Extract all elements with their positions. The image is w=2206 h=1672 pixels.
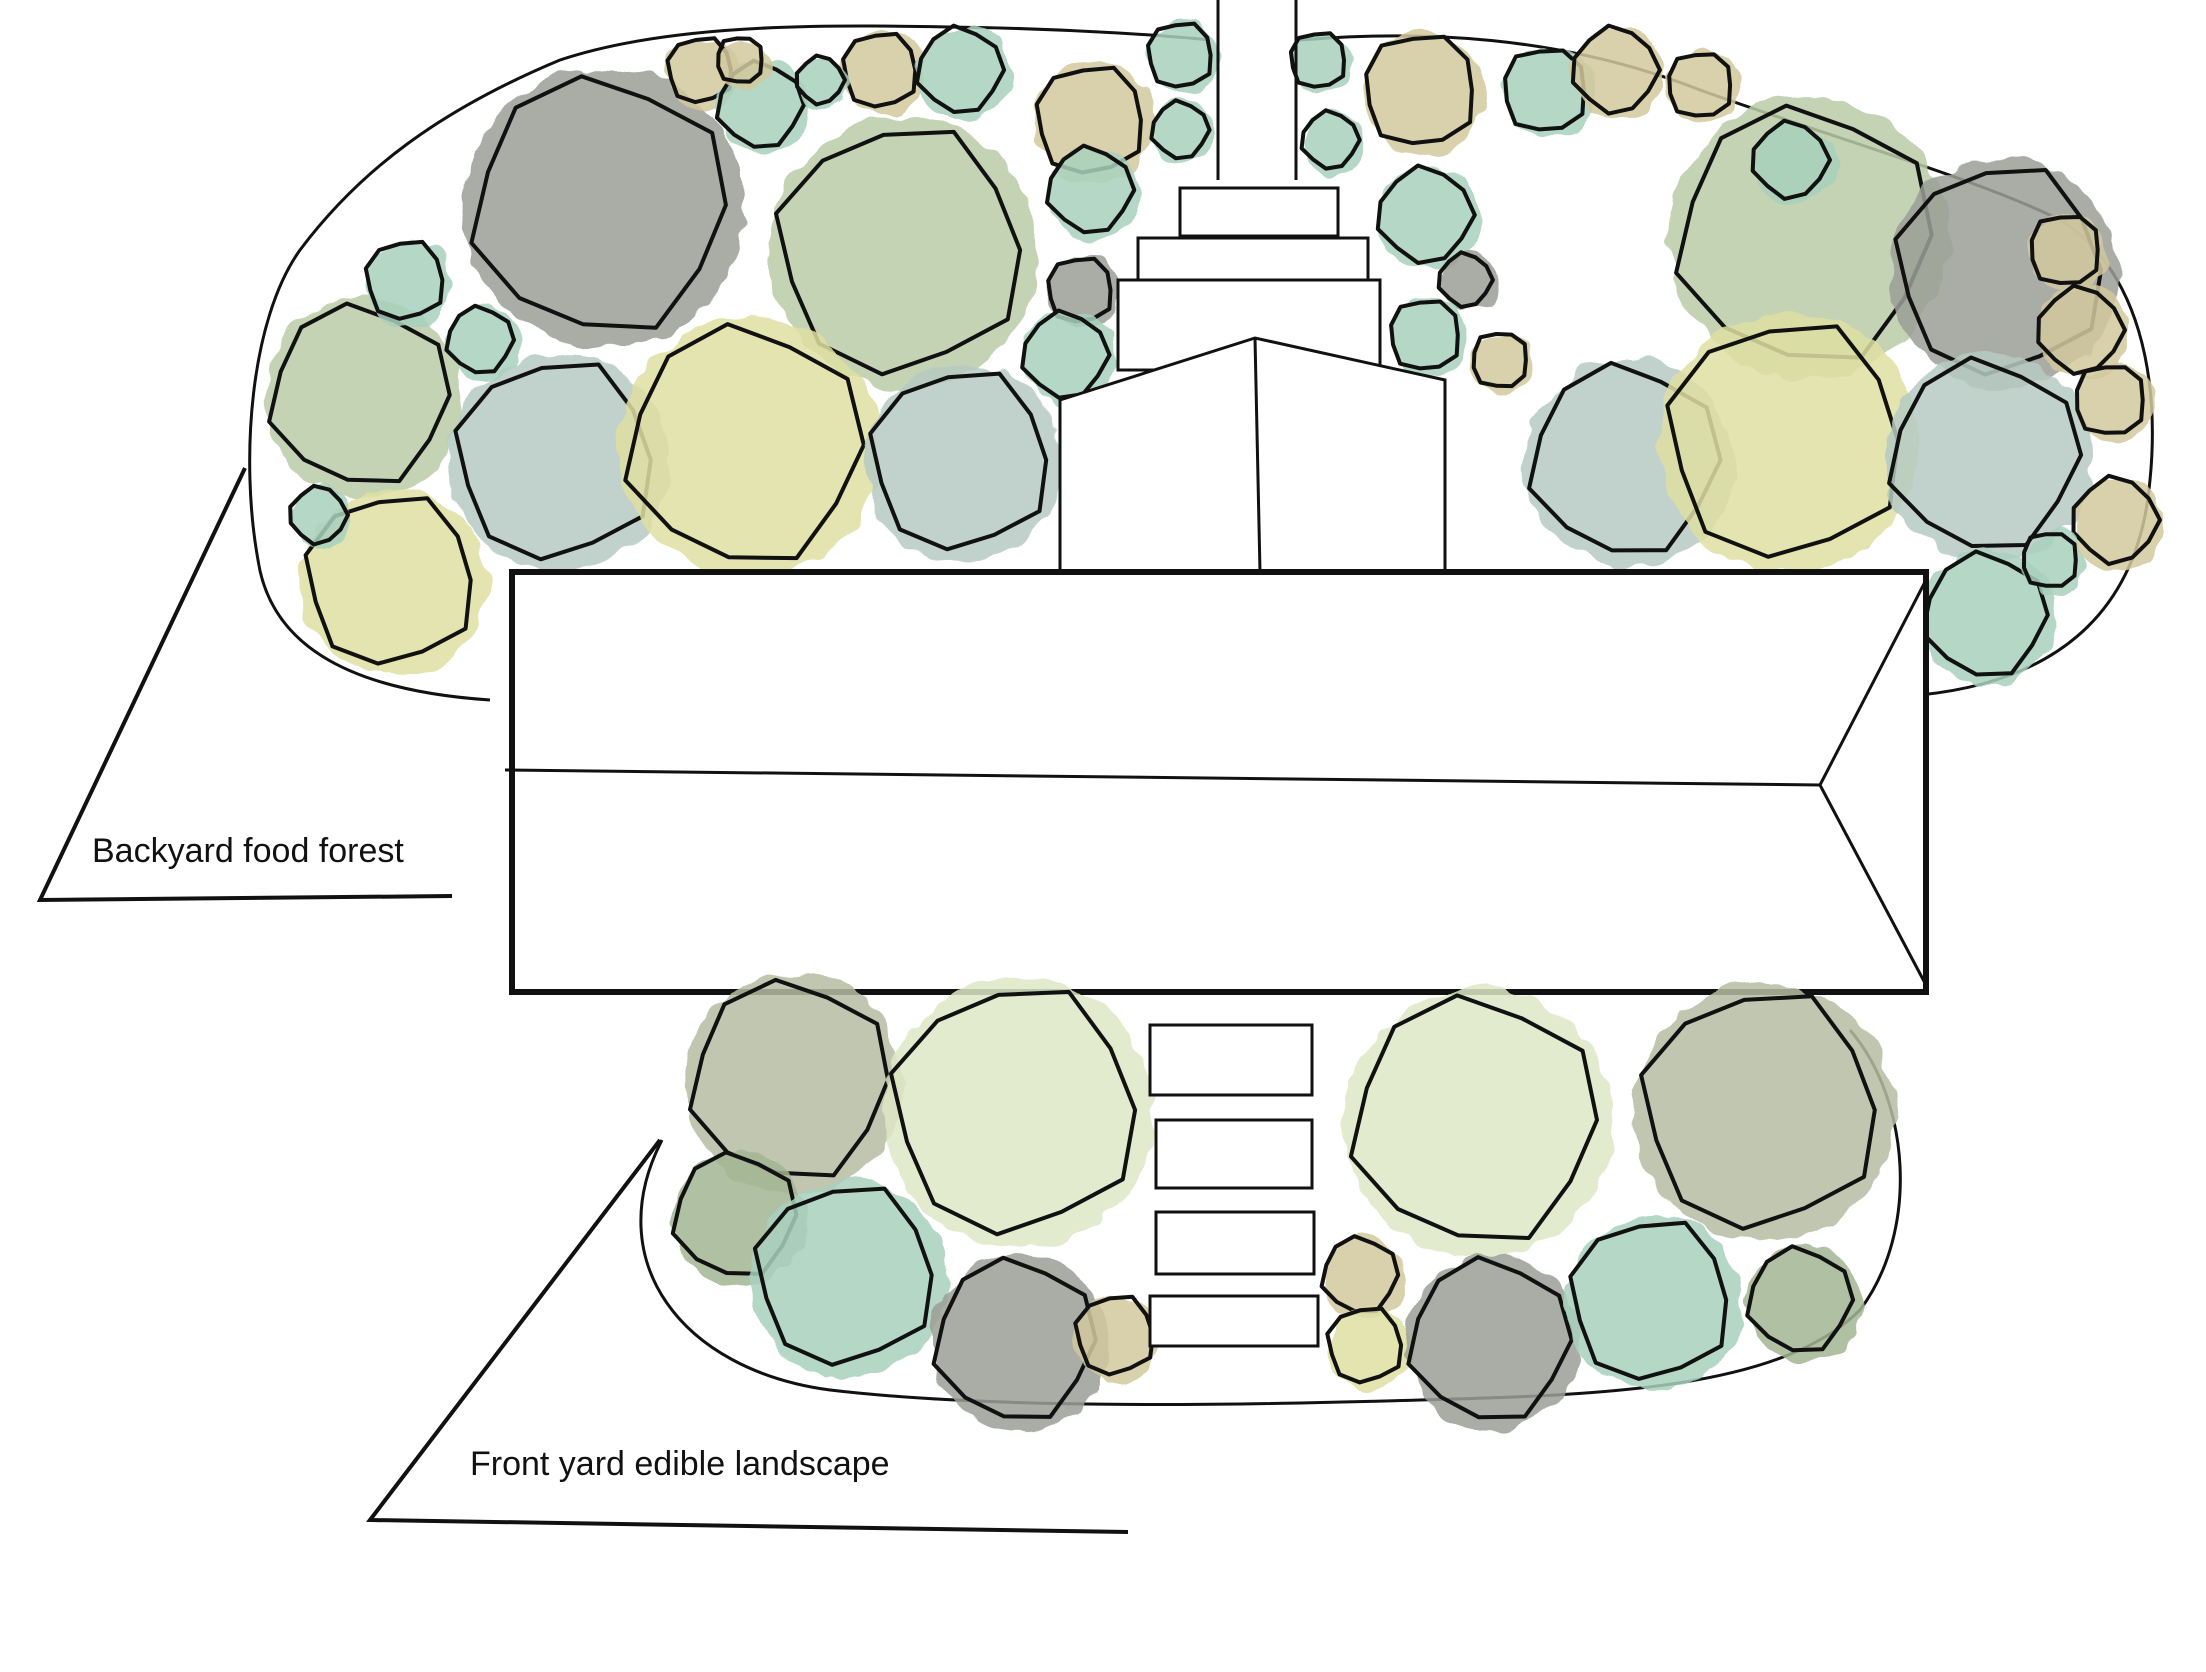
plant-canopy-outline bbox=[1073, 1294, 1156, 1377]
plant-canopy-outline bbox=[1667, 52, 1733, 118]
plant-canopy-outline bbox=[889, 989, 1138, 1237]
plant-canopy-outline bbox=[2022, 532, 2078, 588]
plant-canopy-outline bbox=[1389, 299, 1460, 371]
plant-canopy-outline bbox=[2071, 473, 2162, 567]
plant-canopy-wash bbox=[1361, 30, 1487, 156]
house-roof bbox=[504, 569, 1929, 995]
plant-canopy-wash bbox=[449, 353, 669, 573]
plant-canopy-wash bbox=[750, 1179, 948, 1377]
plant-canopy-outline bbox=[1570, 23, 1662, 116]
plant-canopy-outline bbox=[688, 977, 890, 1178]
plant-canopy-wash bbox=[1668, 97, 1950, 379]
plant-canopy-wash bbox=[865, 364, 1063, 562]
plant-canopy-wash bbox=[1921, 550, 2057, 686]
frontyard-bed-outline bbox=[639, 1029, 1902, 1406]
plant-canopy-outline bbox=[2075, 365, 2145, 435]
plant-canopy-outline bbox=[1299, 108, 1362, 171]
plant-canopy-outline bbox=[714, 58, 806, 149]
frontyard-plant-group bbox=[670, 973, 1894, 1432]
plant-canopy-outline bbox=[1149, 98, 1212, 161]
backyard-bed-outline bbox=[248, 24, 1211, 702]
plant-canopy-outline bbox=[1288, 31, 1346, 89]
plant-canopy-outline bbox=[1364, 34, 1474, 146]
plant-canopy-wash bbox=[1405, 1254, 1583, 1432]
plant-canopy-outline bbox=[303, 496, 473, 666]
plant-canopy-wash bbox=[1075, 1294, 1163, 1382]
plant-canopy-wash bbox=[1343, 987, 1615, 1259]
plant-canopy-wash bbox=[2074, 363, 2154, 443]
plant-canopy-wash bbox=[2029, 213, 2109, 293]
plant-canopy-wash bbox=[265, 299, 463, 497]
plant-canopy-outline bbox=[1406, 1255, 1574, 1420]
plant-canopy-outline bbox=[1471, 332, 1528, 389]
plant-canopy-outline bbox=[868, 371, 1049, 552]
plant-canopy-wash bbox=[1659, 313, 1919, 573]
plant-canopy-outline bbox=[444, 303, 516, 375]
plant-canopy-outline bbox=[1325, 1306, 1404, 1385]
plant-canopy-outline bbox=[1146, 21, 1213, 89]
plant-canopy-wash bbox=[619, 318, 879, 578]
plant-canopy-wash bbox=[1033, 62, 1155, 184]
front-steps bbox=[1148, 1023, 1320, 1348]
plant-canopy-outline bbox=[1745, 1244, 1856, 1353]
plant-canopy-wash bbox=[463, 67, 745, 349]
plant-canopy-outline bbox=[469, 74, 728, 330]
plant-canopy-wash bbox=[1572, 26, 1666, 120]
plant-canopy-outline bbox=[1046, 256, 1113, 324]
plant-canopy-wash bbox=[1389, 298, 1469, 378]
plant-canopy-outline bbox=[716, 36, 764, 84]
plant-canopy-outline bbox=[1568, 1220, 1729, 1381]
plant-canopy-outline bbox=[453, 362, 653, 562]
frontyard-label: Front yard edible landscape bbox=[470, 1445, 890, 1483]
plant-canopy-outline bbox=[1503, 48, 1586, 132]
plant-canopy-outline bbox=[931, 1255, 1098, 1419]
plant-canopy-wash bbox=[365, 239, 453, 327]
plant-canopy-outline bbox=[1375, 163, 1477, 265]
plant-canopy-outline bbox=[1436, 250, 1495, 309]
plant-canopy-wash bbox=[1746, 1245, 1862, 1361]
plant-canopy-outline bbox=[2029, 215, 2100, 285]
backyard-plant-group bbox=[265, 21, 2166, 686]
plant-canopy-outline bbox=[1045, 143, 1137, 235]
plant-canopy-outline bbox=[363, 239, 445, 321]
plant-canopy-outline bbox=[914, 23, 1007, 114]
plant-canopy-wash bbox=[1327, 1306, 1411, 1390]
plant-canopy-outline bbox=[794, 53, 847, 107]
plant-canopy-outline bbox=[1527, 360, 1723, 553]
plant-canopy-outline bbox=[752, 1186, 934, 1367]
backyard-path bbox=[1058, 0, 1447, 577]
plant-canopy-outline bbox=[2036, 283, 2127, 376]
plant-canopy-outline bbox=[623, 322, 866, 561]
plant-canopy-wash bbox=[768, 117, 1040, 389]
plant-canopy-wash bbox=[1565, 1214, 1743, 1392]
plant-canopy-wash bbox=[842, 31, 926, 115]
plant-canopy-outline bbox=[774, 129, 1023, 377]
plant-canopy-wash bbox=[930, 1254, 1108, 1432]
plant-canopy-outline bbox=[1639, 994, 1877, 1231]
frontyard-callout-line bbox=[366, 1138, 1129, 1534]
backyard-label: Backyard food forest bbox=[92, 832, 404, 870]
plant-canopy-wash bbox=[1634, 983, 1894, 1243]
plant-canopy-wash bbox=[2072, 476, 2166, 570]
plant-canopy-wash bbox=[883, 977, 1155, 1249]
backyard-callout-line bbox=[36, 467, 453, 903]
plant-canopy-outline bbox=[288, 483, 350, 547]
plant-canopy-outline bbox=[1750, 118, 1832, 201]
plant-canopy-wash bbox=[1885, 354, 2093, 562]
plant-canopy-outline bbox=[1665, 324, 1900, 559]
plant-canopy-outline bbox=[1348, 993, 1599, 1240]
plant-canopy-outline bbox=[665, 36, 733, 105]
plant-canopy-wash bbox=[684, 973, 904, 1193]
